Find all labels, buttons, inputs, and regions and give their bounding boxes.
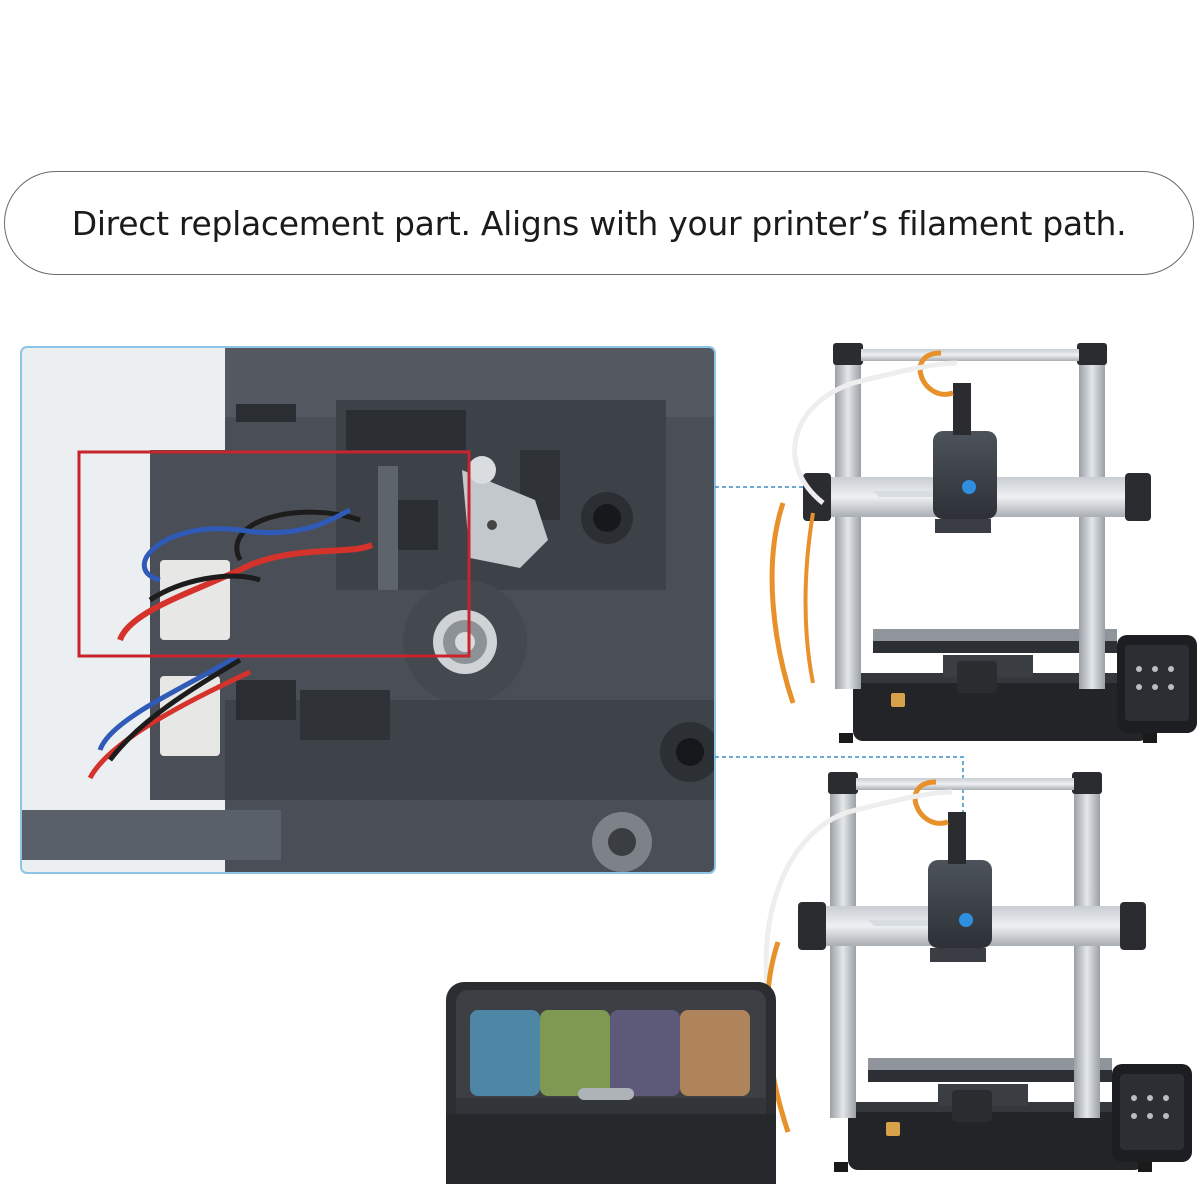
closeup-inset (20, 346, 716, 874)
caption-banner: Direct replacement part. Aligns with you… (4, 171, 1194, 275)
caption-text: Direct replacement part. Aligns with you… (71, 203, 1127, 243)
highlight-box (77, 450, 471, 658)
printer-top (769, 341, 1199, 745)
printer-bottom (763, 770, 1194, 1174)
filament-hub (446, 982, 776, 1184)
